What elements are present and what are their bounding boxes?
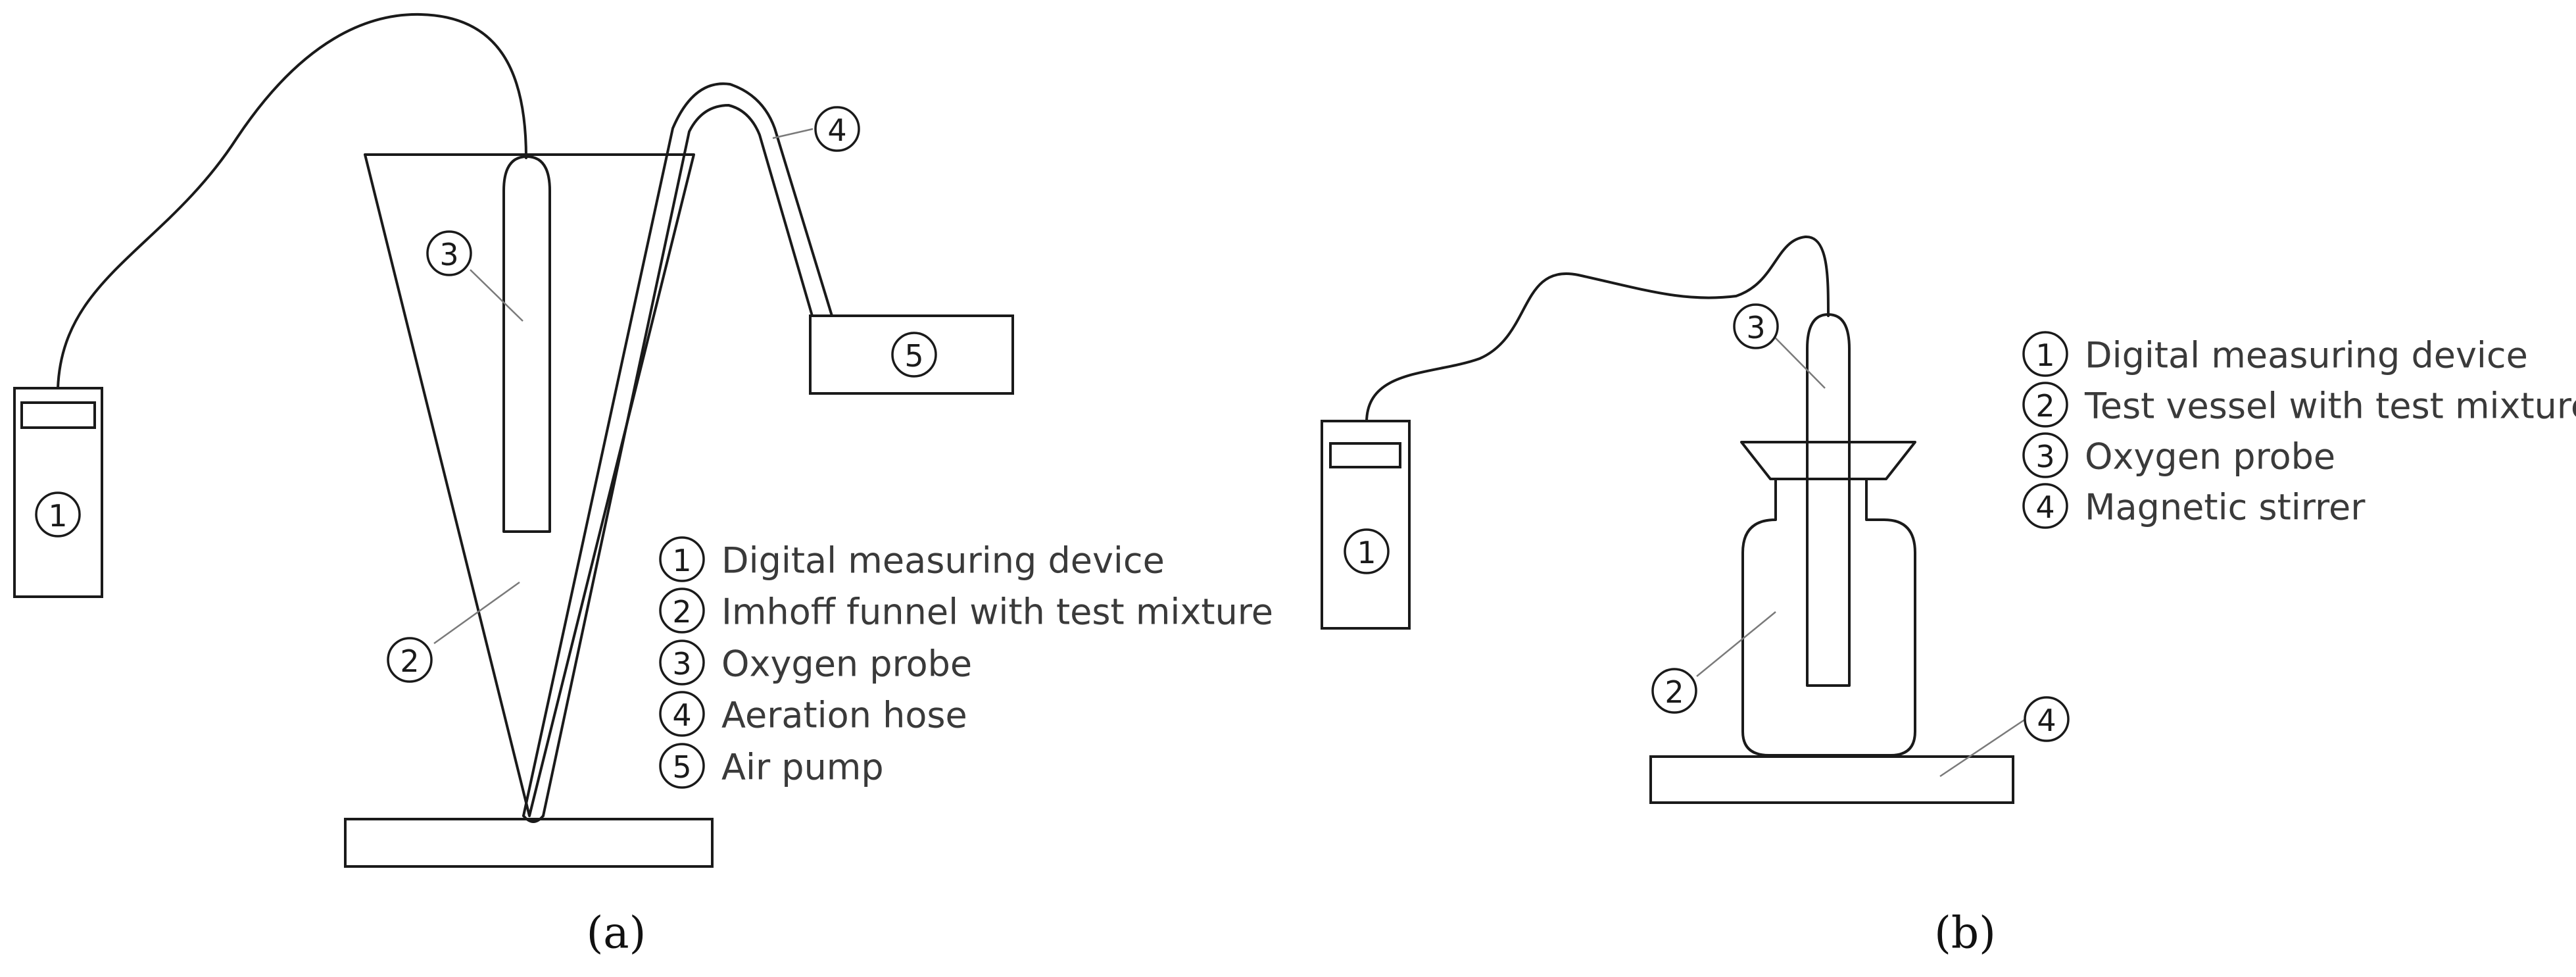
vessel-stopper [1740, 441, 1916, 480]
legend-a-item: 3 Oxygen probe [659, 639, 972, 686]
probe-cable-b [1365, 235, 1830, 422]
digital-measuring-device-b [1321, 420, 1411, 630]
marker-probe-a-text: 3 [439, 237, 458, 272]
oxygen-probe-a [502, 155, 551, 533]
oxygen-probe-b [1806, 313, 1851, 687]
imhoff-funnel [364, 153, 695, 817]
legend-b-item: 4 Magnetic stirrer [2022, 483, 2366, 529]
marker-probe-b: 3 [1733, 303, 1779, 349]
device-display-b [1329, 442, 1401, 468]
legend-b-num: 4 [2035, 489, 2054, 525]
device-display-a [20, 401, 96, 429]
marker-hose-a: 4 [814, 106, 860, 152]
legend-b-text: Magnetic stirrer [2085, 487, 2366, 528]
legend-a-num: 4 [672, 697, 691, 733]
legend-a-text: Air pump [721, 747, 884, 788]
magnetic-stirrer [1649, 755, 2014, 804]
air-pump [809, 314, 1014, 395]
legend-b-item: 2 Test vessel with test mixture [2022, 382, 2576, 428]
marker-hose-a-text: 4 [827, 113, 846, 148]
marker-funnel-a-text: 2 [400, 643, 419, 679]
leader-funnel-a [433, 581, 520, 645]
legend-a-text: Aeration hose [721, 695, 967, 736]
legend-a-item: 1 Digital measuring device [659, 536, 1165, 582]
caption-b: (b) [1934, 908, 1996, 959]
marker-pump-a-text: 5 [904, 338, 923, 374]
leader-probe-a [470, 269, 523, 322]
legend-b-num: 3 [2035, 439, 2054, 474]
probe-cable-a [57, 13, 527, 389]
legend-b-text: Digital measuring device [2085, 335, 2528, 376]
legend-b-item: 3 Oxygen probe [2022, 432, 2335, 478]
panel-a: 1 2 3 4 5 1 Digital measuring device [13, 13, 1273, 959]
marker-vessel-b: 2 [1651, 668, 1697, 714]
legend-b-num: 1 [2035, 338, 2054, 373]
marker-stirrer-b-text: 4 [2037, 703, 2056, 738]
legend-a-text: Digital measuring device [721, 540, 1165, 582]
marker-device-b: 1 [1344, 528, 1390, 574]
marker-device-a-text: 1 [48, 498, 67, 534]
marker-probe-a: 3 [426, 230, 472, 276]
marker-device-a: 1 [35, 491, 81, 538]
leader-probe-b [1774, 336, 1826, 389]
legend-a-num: 3 [672, 646, 691, 682]
legend-a-text: Imhoff funnel with test mixture [721, 591, 1273, 633]
aeration-hose [522, 82, 833, 823]
panel-b: 1 2 3 4 1 Digital measuring device 2 Tes… [1321, 235, 2576, 959]
legend-a-item: 2 Imhoff funnel with test mixture [659, 588, 1273, 634]
marker-funnel-a: 2 [387, 637, 433, 683]
test-vessel [1741, 499, 1916, 757]
base-plate-a [344, 818, 714, 868]
legend-b-item: 1 Digital measuring device [2022, 331, 2528, 377]
marker-pump-a: 5 [891, 332, 937, 378]
legend-a-text: Oxygen probe [721, 643, 972, 685]
leader-stirrer-b [1939, 718, 2026, 778]
legend-b-num: 2 [2035, 388, 2054, 424]
digital-measuring-device-a [13, 387, 103, 598]
legend-a-num: 5 [672, 749, 691, 785]
marker-vessel-b-text: 2 [1665, 674, 1684, 710]
marker-probe-b-text: 3 [1746, 310, 1765, 345]
legend-a-num: 1 [672, 543, 691, 578]
marker-stirrer-b: 4 [2024, 696, 2070, 742]
marker-device-b-text: 1 [1357, 535, 1376, 570]
legend-a-item: 5 Air pump [659, 743, 884, 789]
legend-b-text: Oxygen probe [2085, 436, 2335, 478]
legend-a-item: 4 Aeration hose [659, 691, 967, 737]
leader-hose-a [772, 128, 814, 139]
legend-a: 1 Digital measuring device 2 Imhoff funn… [659, 536, 1273, 789]
legend-b: 1 Digital measuring device 2 Test vessel… [2022, 331, 2576, 529]
caption-a: (a) [587, 908, 646, 959]
legend-a-num: 2 [672, 594, 691, 630]
legend-b-text: Test vessel with test mixture [2084, 386, 2576, 427]
leader-vessel-b [1696, 611, 1776, 677]
